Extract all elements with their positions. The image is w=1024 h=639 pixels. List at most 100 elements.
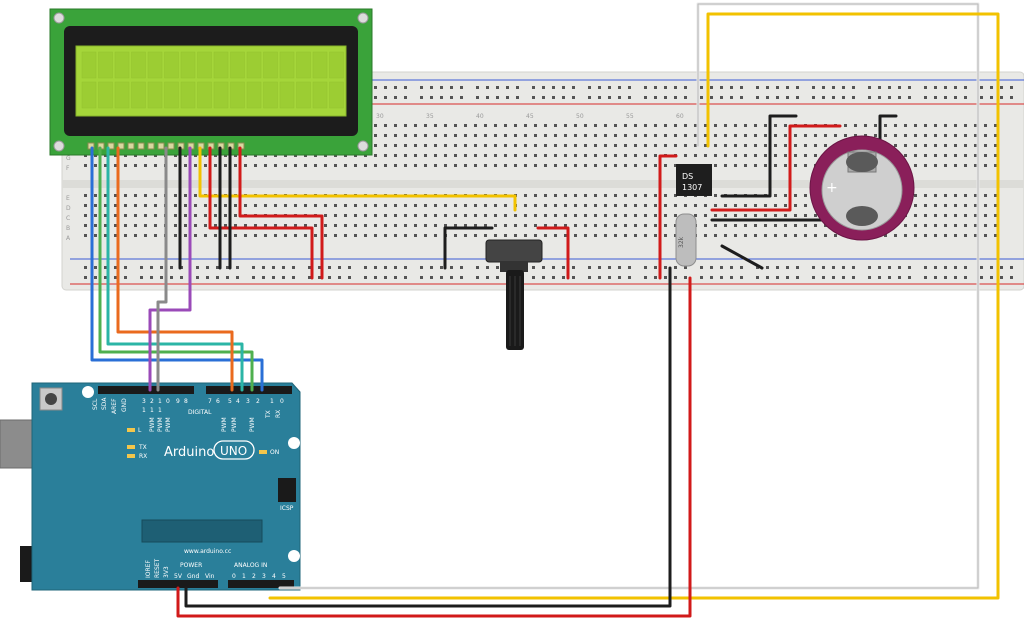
lcd-pin [107, 142, 115, 150]
breadboard-hole [504, 164, 507, 167]
breadboard-hole [814, 224, 817, 227]
breadboard-hole [544, 144, 547, 147]
lcd-character-cell [263, 81, 278, 109]
breadboard-hole [854, 124, 857, 127]
rail-hole [842, 276, 845, 279]
breadboard-hole [484, 214, 487, 217]
breadboard-hole [664, 134, 667, 137]
breadboard-hole [384, 144, 387, 147]
breadboard-hole [644, 214, 647, 217]
rail-hole [542, 96, 545, 99]
breadboard-hole [724, 144, 727, 147]
breadboard-hole [704, 234, 707, 237]
breadboard-hole [404, 124, 407, 127]
breadboard-hole [944, 154, 947, 157]
lcd-character-cell [279, 51, 295, 79]
breadboard-hole [374, 164, 377, 167]
rail-hole [776, 276, 779, 279]
potentiometer [485, 239, 543, 350]
breadboard-hole [374, 204, 377, 207]
analog-pin-label: 5 [282, 573, 286, 580]
breadboard-hole [604, 144, 607, 147]
breadboard-hole [704, 224, 707, 227]
breadboard-hole [734, 154, 737, 157]
row-letter: E [66, 195, 70, 202]
rail-hole [898, 266, 901, 269]
breadboard-hole [514, 224, 517, 227]
rail-hole [124, 266, 127, 269]
lcd-mount-hole [53, 12, 65, 24]
rail-hole [476, 96, 479, 99]
lcd-character-cell [230, 51, 245, 79]
breadboard-hole [374, 144, 377, 147]
breadboard-hole [514, 164, 517, 167]
rail-hole [786, 276, 789, 279]
breadboard-hole [214, 204, 217, 207]
breadboard-hole [994, 124, 997, 127]
breadboard-hole [804, 224, 807, 227]
rail-hole [140, 266, 143, 269]
breadboard-hole [774, 154, 777, 157]
wire-red [536, 226, 570, 280]
breadboard-hole [554, 144, 557, 147]
breadboard-hole [484, 164, 487, 167]
breadboard-hole [634, 134, 637, 137]
breadboard-hole [424, 214, 427, 217]
breadboard-hole [94, 224, 97, 227]
breadboard-hole [244, 224, 247, 227]
breadboard-hole [444, 124, 447, 127]
breadboard-hole [114, 164, 117, 167]
rail-hole [710, 276, 713, 279]
rail-hole [562, 96, 565, 99]
breadboard-hole [454, 214, 457, 217]
rail-hole [532, 86, 535, 89]
breadboard-hole [234, 234, 237, 237]
breadboard-hole [744, 124, 747, 127]
breadboard-hole [374, 214, 377, 217]
breadboard-hole [714, 164, 717, 167]
rail-hole [944, 96, 947, 99]
breadboard-hole [994, 234, 997, 237]
breadboard-hole [844, 124, 847, 127]
3v3-label: 3V3 [163, 566, 170, 578]
breadboard-hole [454, 154, 457, 157]
breadboard-hole [924, 234, 927, 237]
breadboard-hole [254, 204, 257, 207]
rail-hole [394, 96, 397, 99]
breadboard-hole [614, 124, 617, 127]
coin-cell-holder: + [809, 135, 915, 241]
rail-hole [404, 86, 407, 89]
rail-hole [318, 276, 321, 279]
breadboard-hole [774, 134, 777, 137]
breadboard-hole [954, 154, 957, 157]
rail-hole [140, 276, 143, 279]
rail-hole [206, 276, 209, 279]
breadboard-hole [544, 204, 547, 207]
breadboard-hole [664, 164, 667, 167]
wire-green [98, 146, 254, 392]
breadboard-hole [154, 214, 157, 217]
breadboard-hole [604, 134, 607, 137]
breadboard-hole [734, 224, 737, 227]
breadboard-hole [214, 234, 217, 237]
breadboard-hole [414, 144, 417, 147]
breadboard-hole [184, 164, 187, 167]
breadboard-hole [894, 144, 897, 147]
breadboard-hole [574, 134, 577, 137]
breadboard-hole [974, 154, 977, 157]
tx-header-label: TX [265, 410, 272, 419]
breadboard-hole [884, 124, 887, 127]
rail-hole [878, 266, 881, 269]
rail-hole [460, 96, 463, 99]
lcd-character-cell [81, 51, 97, 79]
rail-hole [374, 266, 377, 269]
breadboard-hole [464, 124, 467, 127]
breadboard-hole [584, 194, 587, 197]
breadboard-hole [904, 134, 907, 137]
breadboard-hole [194, 204, 197, 207]
breadboard-hole [684, 204, 687, 207]
gnd-label: GND [121, 398, 128, 412]
breadboard-hole [614, 134, 617, 137]
breadboard-hole [644, 234, 647, 237]
column-number: 60 [676, 113, 684, 120]
